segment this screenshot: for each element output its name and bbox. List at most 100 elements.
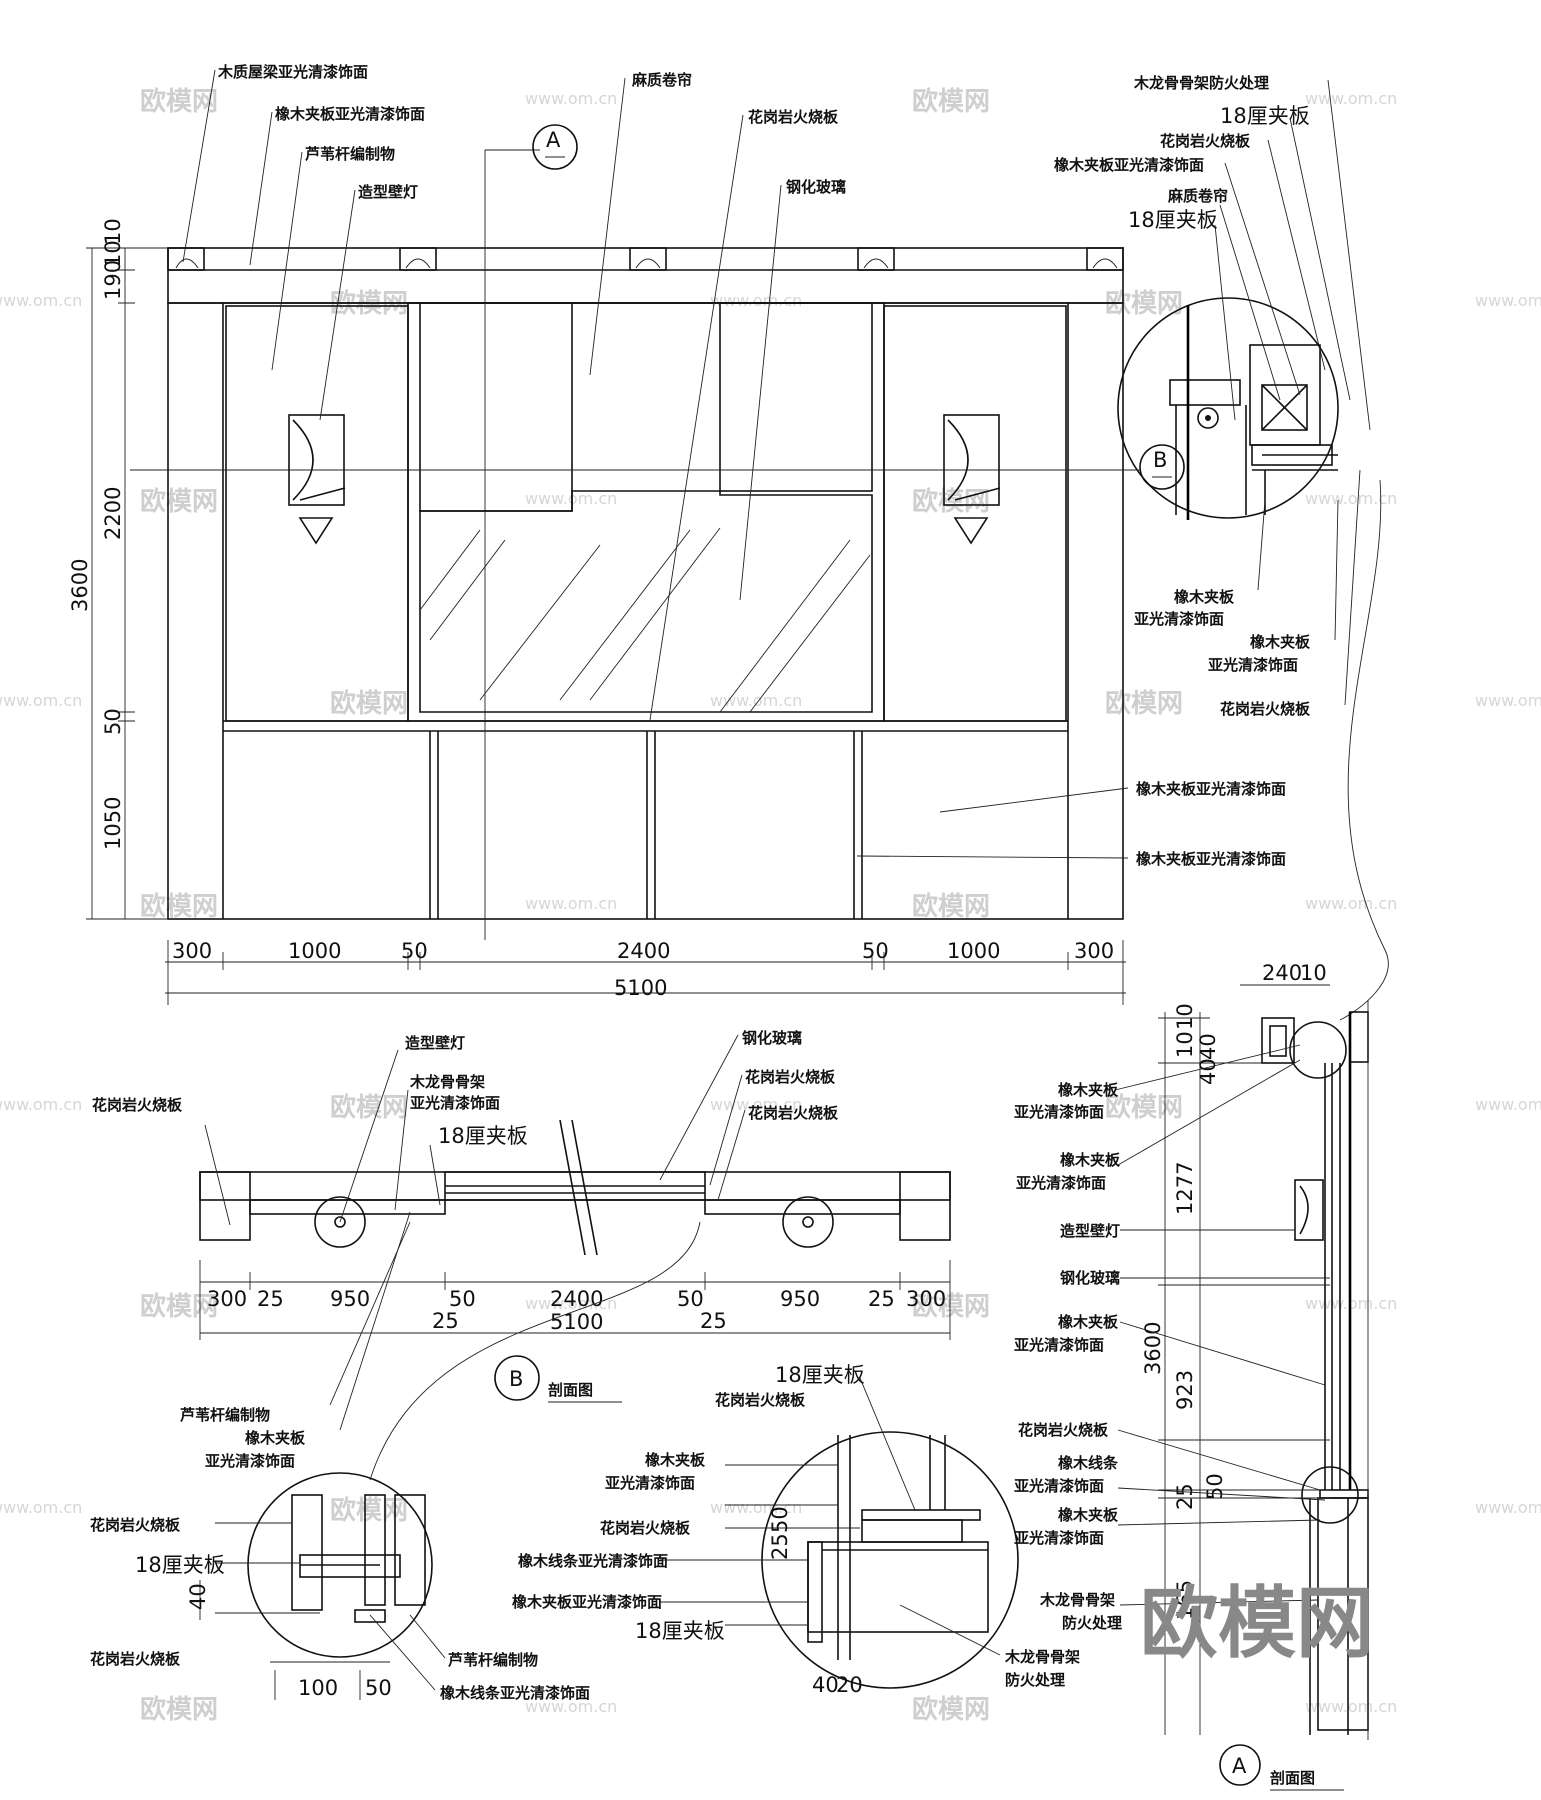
watermark-brand: 欧模网 [1105,688,1183,719]
watermark-url: www.om.cn [525,89,617,108]
dim-bl-40: 40 [186,1583,210,1610]
dim-plan-950b: 950 [780,1287,820,1311]
detail-bottom-mid: 18厘夹板 花岗岩火烧板 橡木夹板 亚光清漆饰面 花岗岩火烧板 橡木线条亚光清漆… [512,1363,1080,1697]
label-curtain: 麻质卷帘 [1167,187,1228,205]
plan-dimension-lines [199,1260,951,1340]
watermark-brand: 欧模网 [330,688,408,719]
section-mark-b-title-label: B [509,1367,523,1391]
horizontal-dimension-lines [165,940,1126,1005]
watermark-url: www.om.cn [1305,89,1397,108]
label-a-oakline-a: 橡木线条 [1058,1454,1119,1472]
tempered-glass [419,490,873,713]
plan-sconce-left [314,1196,366,1248]
dim-v-2200: 2200 [101,487,125,540]
dim-h-total: 5100 [614,976,667,1000]
detail-top-right-leaders [1214,79,1371,706]
watermark-brand: 欧模网 [140,1694,218,1725]
label-a-sconce: 造型壁灯 [1060,1222,1120,1240]
dim-a-side-10a: 10 [1173,1003,1197,1030]
wood-grain [1092,258,1118,269]
beam [167,247,1124,304]
dim-plan-2400: 2400 [550,1287,603,1311]
dim-plan-5100: 5100 [550,1310,603,1334]
label-bm-ply18-top: 18厘夹板 [775,1363,865,1387]
section-mark-b-label: B [1153,448,1167,472]
label-a-oakline-b: 亚光清漆饰面 [1014,1477,1104,1495]
label-bm-oak-b: 亚光清漆饰面 [605,1474,695,1492]
label-plan-reed: 芦苇杆编制物 [180,1406,270,1424]
dim-h-1000a: 1000 [288,939,341,963]
sconce-left [288,414,346,545]
dim-a-50: 50 [1203,1473,1227,1500]
wood-grain [635,258,661,269]
watermark-url: www.om.cn [0,691,82,710]
dim-h-300a: 300 [172,939,212,963]
watermark-url: www.om.cn [525,1697,617,1716]
label-bm-ply18: 18厘夹板 [635,1619,725,1643]
label-a-oak1-a: 橡木夹板 [1058,1081,1119,1099]
label-ply18a: 18厘夹板 [1220,104,1310,128]
detail-top-right: 木龙骨骨架防火处理 18厘夹板 花岗岩火烧板 橡木夹板亚光清漆饰面 麻质卷帘 1… [1054,74,1389,1021]
watermark-brand: 欧模网 [1105,1092,1183,1123]
beam-block [1086,247,1124,271]
watermark-url: www.om.cn [710,291,802,310]
dim-a-3600: 3600 [1141,1322,1165,1375]
label-bm-granite-top: 花岗岩火烧板 [715,1391,806,1409]
rolled-curtain-right [719,302,873,492]
dim-v-190: 190 [101,260,125,300]
section-mark-a-label: A [546,128,561,152]
watermark-brand: 欧模网 [140,486,218,517]
watermark-brand: 欧模网 [330,1495,408,1526]
label-bl-granite1: 花岗岩火烧板 [90,1516,181,1534]
label-bm-keel-b: 防火处理 [1005,1671,1065,1689]
label-a-oak4-b: 亚光清漆饰面 [1014,1529,1104,1547]
section-a-title: 剖面图 [1270,1769,1315,1787]
watermark-url: www.om.cn [525,894,617,913]
watermark-url: www.om.cn [1305,489,1397,508]
section-mark-a-title-label: A [1232,1754,1247,1778]
label-a-oak2-a: 橡木夹板 [1060,1151,1121,1169]
label-bm-oak-line: 橡木线条亚光清漆饰面 [518,1552,668,1570]
plan-callout-curve [369,1221,701,1481]
label-a-granite: 花岗岩火烧板 [1018,1421,1109,1439]
reed-panel-left [225,305,409,722]
label-plan-granite-r2: 花岗岩火烧板 [748,1104,839,1122]
dim-v-1050: 1050 [101,797,125,850]
label-glass: 钢化玻璃 [786,178,846,196]
section-mark-a [532,124,578,170]
watermark-url: www.om.cn [1475,691,1541,710]
label-bm-keel-a: 木龙骨骨架 [1004,1648,1080,1666]
window-opening [407,302,885,722]
label-plan-sconce: 造型壁灯 [405,1034,465,1052]
watermark-url: www.om.cn [525,489,617,508]
watermark-brand: 欧模网 [912,86,990,117]
watermark-brand: 欧模网 [912,1694,990,1725]
watermark-url: www.om.cn [1305,894,1397,913]
beam-block [629,247,667,271]
label-bl-reed: 芦苇杆编制物 [448,1651,538,1669]
section-a-leaders [1114,1044,1330,1606]
label-a-oak1-b: 亚光清漆饰面 [1014,1103,1104,1121]
watermark-brand: 欧模网 [140,891,218,922]
section-sconce [1294,1179,1324,1241]
detail-bl-leaders [199,1522,446,1700]
watermark-url: www.om.cn [1305,1697,1397,1716]
section-a-dim-lines [1158,984,1330,1735]
watermark-url: www.om.cn [0,1498,82,1517]
dim-a-25: 25 [1173,1483,1197,1510]
beam-block [857,247,895,271]
dim-a-side-10b: 10 [1173,1031,1197,1058]
dim-plan-25c: 25 [432,1309,459,1333]
dim-v-3600: 3600 [68,559,92,612]
watermark-url: www.om.cn [0,1095,82,1114]
watermark-url: www.om.cn [710,1095,802,1114]
wood-grain [175,258,199,269]
wall-frame [167,302,1124,920]
label-a-keel-b: 防火处理 [1062,1614,1122,1632]
dim-h-50b: 50 [862,939,889,963]
vertical-dimension-lines [86,247,168,920]
watermark-url: www.om.cn [1475,291,1541,310]
glass-reflection-lines [419,527,871,713]
dim-h-50a: 50 [401,939,428,963]
plan-section-b: 300 25 950 50 2400 50 950 25 300 25 5100… [92,1029,951,1481]
